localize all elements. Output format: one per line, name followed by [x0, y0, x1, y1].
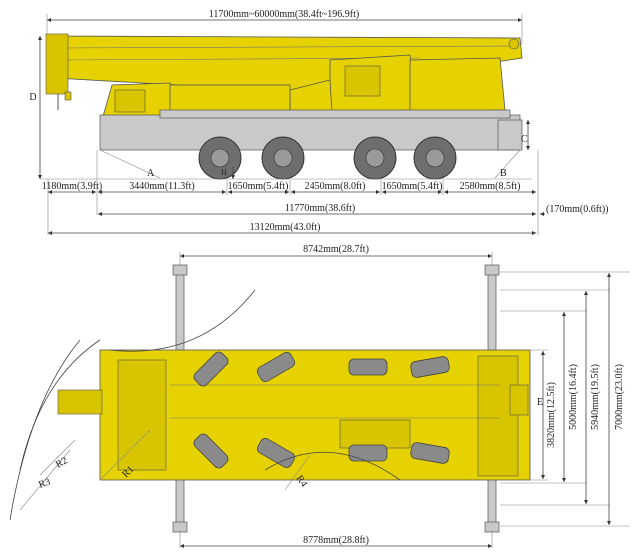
clearance-label-c: C — [521, 134, 528, 145]
width-label-e: E — [537, 397, 543, 408]
overall-axle-dim: 11770mm(38.6ft) — [285, 203, 355, 214]
boom-length-label: 11700mm~60000mm(38.4ft~196.9ft) — [209, 9, 359, 20]
width-dimensions: 3820mm(12.5ft) 5000mm(16.4ft) 5940mm(19.… — [500, 271, 630, 527]
axle-3-4-dim: 2450mm(8.0ft) — [305, 181, 366, 192]
axle-2-3-dim: 1650mm(5.4ft) — [228, 181, 289, 192]
axle-dimension-row: 1180mm(3.9ft) 3440mm(11.3ft) 1650mm(5.4f… — [42, 150, 539, 235]
carrier-top — [99, 349, 531, 481]
radius-label-r2: R2 — [54, 455, 70, 470]
axle-4-5-dim: 1650mm(5.4ft) — [382, 181, 443, 192]
width-dim-7000: 7000mm(23.0ft) — [614, 364, 625, 430]
radius-label-r3: R3 — [37, 476, 52, 490]
front-overhang-dim: 1180mm(3.9ft) — [42, 181, 102, 192]
boom-head-top — [57, 389, 103, 415]
height-label-d: D — [29, 92, 36, 103]
axle-1-2-dim: 3440mm(11.3ft) — [129, 181, 194, 192]
rear-overhang-dim: 2580mm(8.5ft) — [460, 181, 521, 192]
rear-offset-dim: (170mm(0.6ft)) — [546, 204, 609, 215]
approach-angle-label-a: A — [147, 168, 155, 179]
front-outrigger-span-dim: 8742mm(28.7ft) — [303, 244, 369, 255]
radius-label-r4: R4 — [294, 473, 310, 489]
side-view: 11700mm~60000mm(38.4ft~196.9ft) — [29, 9, 609, 235]
overall-length-dim: 13120mm(43.0ft) — [250, 222, 321, 233]
telescopic-boom — [45, 33, 523, 110]
width-dim-5000: 5000mm(16.4ft) — [568, 364, 579, 430]
departure-angle-label-b: B — [500, 168, 507, 179]
ground-clearance-label-h: H — [221, 168, 227, 177]
width-dim-5940: 5940mm(19.5ft) — [590, 364, 601, 430]
width-dim-3820: 3820mm(12.5ft) — [546, 382, 557, 448]
top-view: 8742mm(28.7ft) — [9, 244, 630, 548]
superstructure — [289, 54, 506, 115]
turning-radii: R1 R2 R3 R4 — [9, 289, 401, 521]
rear-outrigger-span-dim: 8778mm(28.8ft) — [303, 535, 369, 546]
wheels — [198, 136, 457, 180]
